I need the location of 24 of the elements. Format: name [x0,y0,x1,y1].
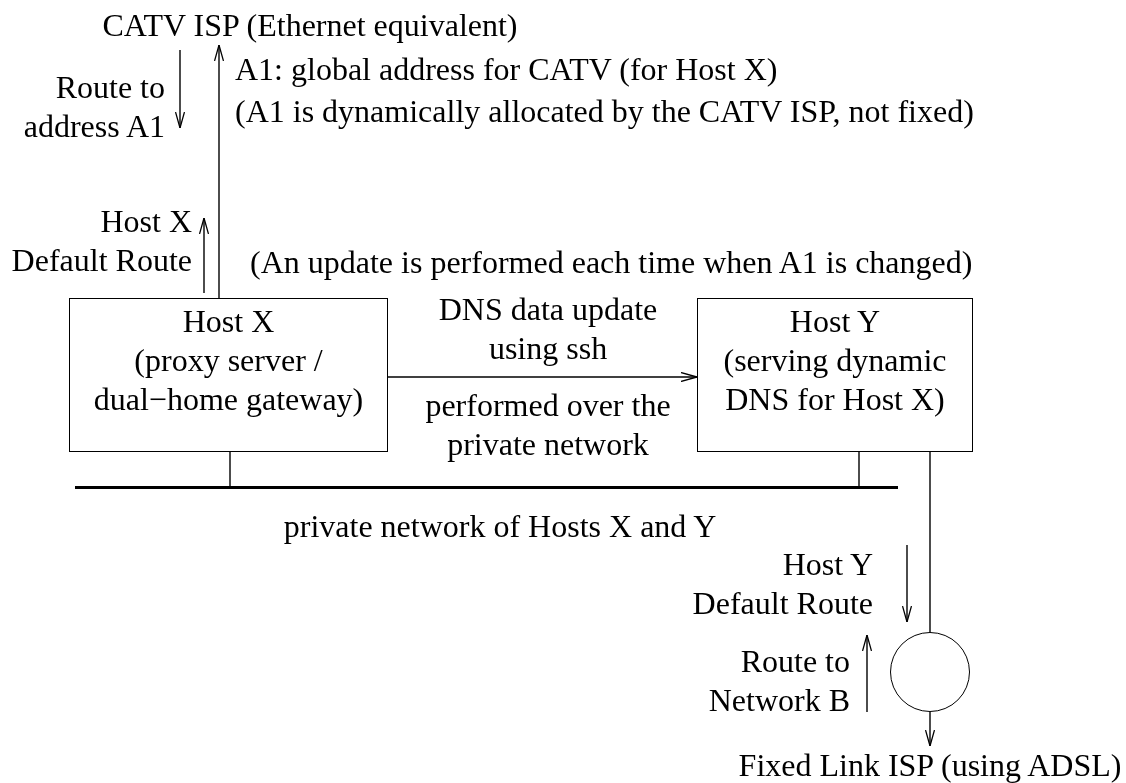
arrow [213,44,225,299]
note-text: Route to Network B [707,642,850,720]
isp-label: CATV ISP (Ethernet equivalent) [80,6,540,45]
arrow [387,371,698,383]
host-name: Host X [181,302,276,341]
isp-label: Fixed Link ISP (using ADSL) [720,746,1126,783]
note-text: (A1 is dynamically allocated by the CATV ISP, not fixed) [235,92,975,131]
note-text: Host X Default Route [10,202,192,280]
connector-line [229,451,231,487]
note-text: performed over the private network [424,386,672,464]
note-text: Host Y Default Route [691,545,873,623]
note-text: A1: global address for CATV (for Host X) [235,50,779,89]
note-text: Route to address A1 [22,68,165,146]
network-bus-line [75,486,898,489]
connector-line [858,451,860,487]
host-box [69,298,388,452]
note-text: (An update is performed each time when A1 is changed) [250,243,974,282]
connector-line [929,451,931,633]
host-description: (proxy server / dual−home gateway) [92,341,365,419]
host-description: (serving dynamic DNS for Host X) [722,341,948,419]
host-name: Host Y [788,302,882,341]
host-box [697,298,973,452]
network-label: private network of Hosts X and Y [282,507,718,546]
arrow [924,711,936,747]
